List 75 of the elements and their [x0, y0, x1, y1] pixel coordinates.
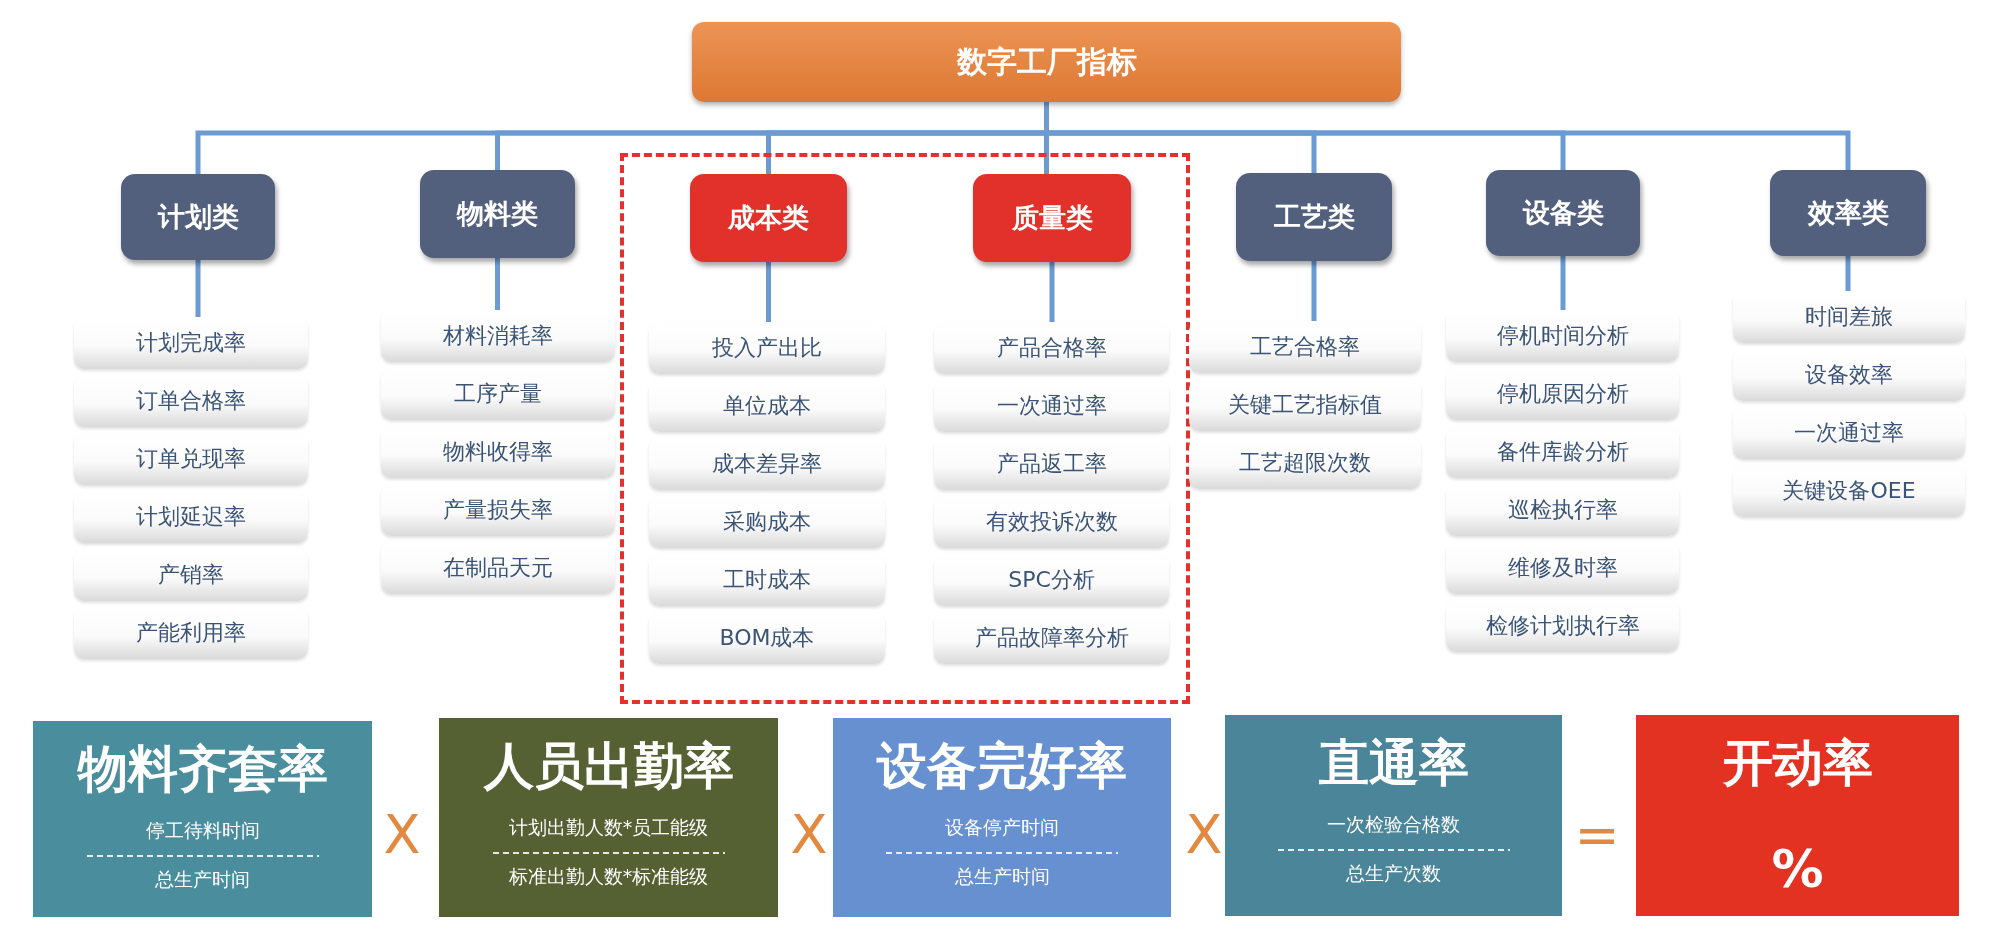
- numerator-text: 一次检验合格数: [1327, 812, 1460, 837]
- metric-card: SPC分析: [934, 554, 1169, 606]
- metric-card: 巡检执行率: [1446, 484, 1679, 536]
- metric-card: 有效投诉次数: [934, 496, 1169, 548]
- metric-card: BOM成本: [649, 612, 885, 664]
- connector-line: [1560, 256, 1566, 310]
- denominator-text: 总生产时间: [954, 864, 1050, 889]
- card-title: 人员出勤率: [483, 736, 734, 797]
- metric-card: 关键工艺指标值: [1189, 379, 1421, 431]
- numerator-text: 停工待料时间: [145, 818, 260, 843]
- metric-card: 停机原因分析: [1446, 368, 1679, 420]
- numerator-text: 计划出勤人数*员工能级: [508, 815, 709, 840]
- metric-card: 产品合格率: [934, 322, 1169, 374]
- metric-card: 时间差旅: [1733, 291, 1965, 343]
- metric-card: 停机时间分析: [1446, 310, 1679, 362]
- formula-card: [1636, 715, 1959, 916]
- denominator-text: 总生产时间: [155, 867, 250, 892]
- header-box: 数字工厂指标: [692, 22, 1401, 102]
- operator-sign: X: [790, 805, 828, 865]
- category-box: 效率类: [1770, 170, 1926, 256]
- formula-card: [33, 721, 372, 917]
- metric-card: 计划延迟率: [74, 491, 308, 543]
- metric-card: 在制品天元: [381, 542, 615, 594]
- metric-card: 成本差异率: [649, 438, 885, 490]
- metric-card: 订单合格率: [74, 375, 308, 427]
- metric-card: 一次通过率: [1733, 407, 1965, 459]
- metric-card: 工时成本: [649, 554, 885, 606]
- metric-card: 关键设备OEE: [1733, 465, 1965, 517]
- metric-card: 材料消耗率: [381, 310, 615, 362]
- unit-text: %: [1771, 839, 1824, 899]
- operator-sign: X: [1185, 805, 1223, 865]
- metric-card: 产品故障率分析: [934, 612, 1169, 664]
- operator-sign: =: [1574, 805, 1620, 865]
- connector-line: [1845, 256, 1851, 291]
- metric-card: 设备效率: [1733, 349, 1965, 401]
- denominator-text: 标准出勤人数*标准能级: [508, 864, 709, 889]
- metric-card: 备件库龄分析: [1446, 426, 1679, 478]
- category-box: 计划类: [121, 174, 275, 260]
- metric-card: 产能利用率: [74, 607, 308, 659]
- category-box: 工艺类: [1236, 173, 1392, 261]
- metric-card: 工艺超限次数: [1189, 437, 1421, 489]
- formula-card: [1225, 715, 1562, 916]
- operator-sign: X: [383, 805, 421, 865]
- metric-card: 计划完成率: [74, 317, 308, 369]
- formula-card: [439, 718, 778, 917]
- metric-card: 产销率: [74, 549, 308, 601]
- highlight-frame: [620, 153, 1190, 704]
- card-title: 开动率: [1722, 733, 1873, 794]
- formula-card: [833, 718, 1171, 917]
- metric-card: 检修计划执行率: [1446, 600, 1679, 652]
- metric-card: 采购成本: [649, 496, 885, 548]
- card-title: 直通率: [1318, 733, 1469, 794]
- connector-line: [495, 258, 500, 310]
- card-title: 物料齐套率: [77, 739, 328, 800]
- category-box: 物料类: [420, 170, 575, 258]
- connector-line: [766, 262, 771, 322]
- metric-card: 投入产出比: [649, 322, 885, 374]
- metric-card: 单位成本: [649, 380, 885, 432]
- metric-card: 一次通过率: [934, 380, 1169, 432]
- denominator-text: 总生产次数: [1346, 861, 1441, 886]
- connector-line: [195, 260, 201, 317]
- metric-card: 订单兑现率: [74, 433, 308, 485]
- metric-card: 工序产量: [381, 368, 615, 420]
- card-title: 设备完好率: [877, 736, 1127, 797]
- category-box: 设备类: [1486, 170, 1640, 256]
- category-box: 质量类: [973, 174, 1131, 262]
- metric-card: 产量损失率: [381, 484, 615, 536]
- metric-card: 物料收得率: [381, 426, 615, 478]
- metric-card: 工艺合格率: [1189, 321, 1421, 373]
- metric-card: 产品返工率: [934, 438, 1169, 490]
- connector-line: [1049, 262, 1055, 322]
- metric-card: 维修及时率: [1446, 542, 1679, 594]
- numerator-text: 设备停产时间: [945, 815, 1059, 840]
- category-box: 成本类: [690, 174, 847, 262]
- connector-line: [1311, 261, 1317, 321]
